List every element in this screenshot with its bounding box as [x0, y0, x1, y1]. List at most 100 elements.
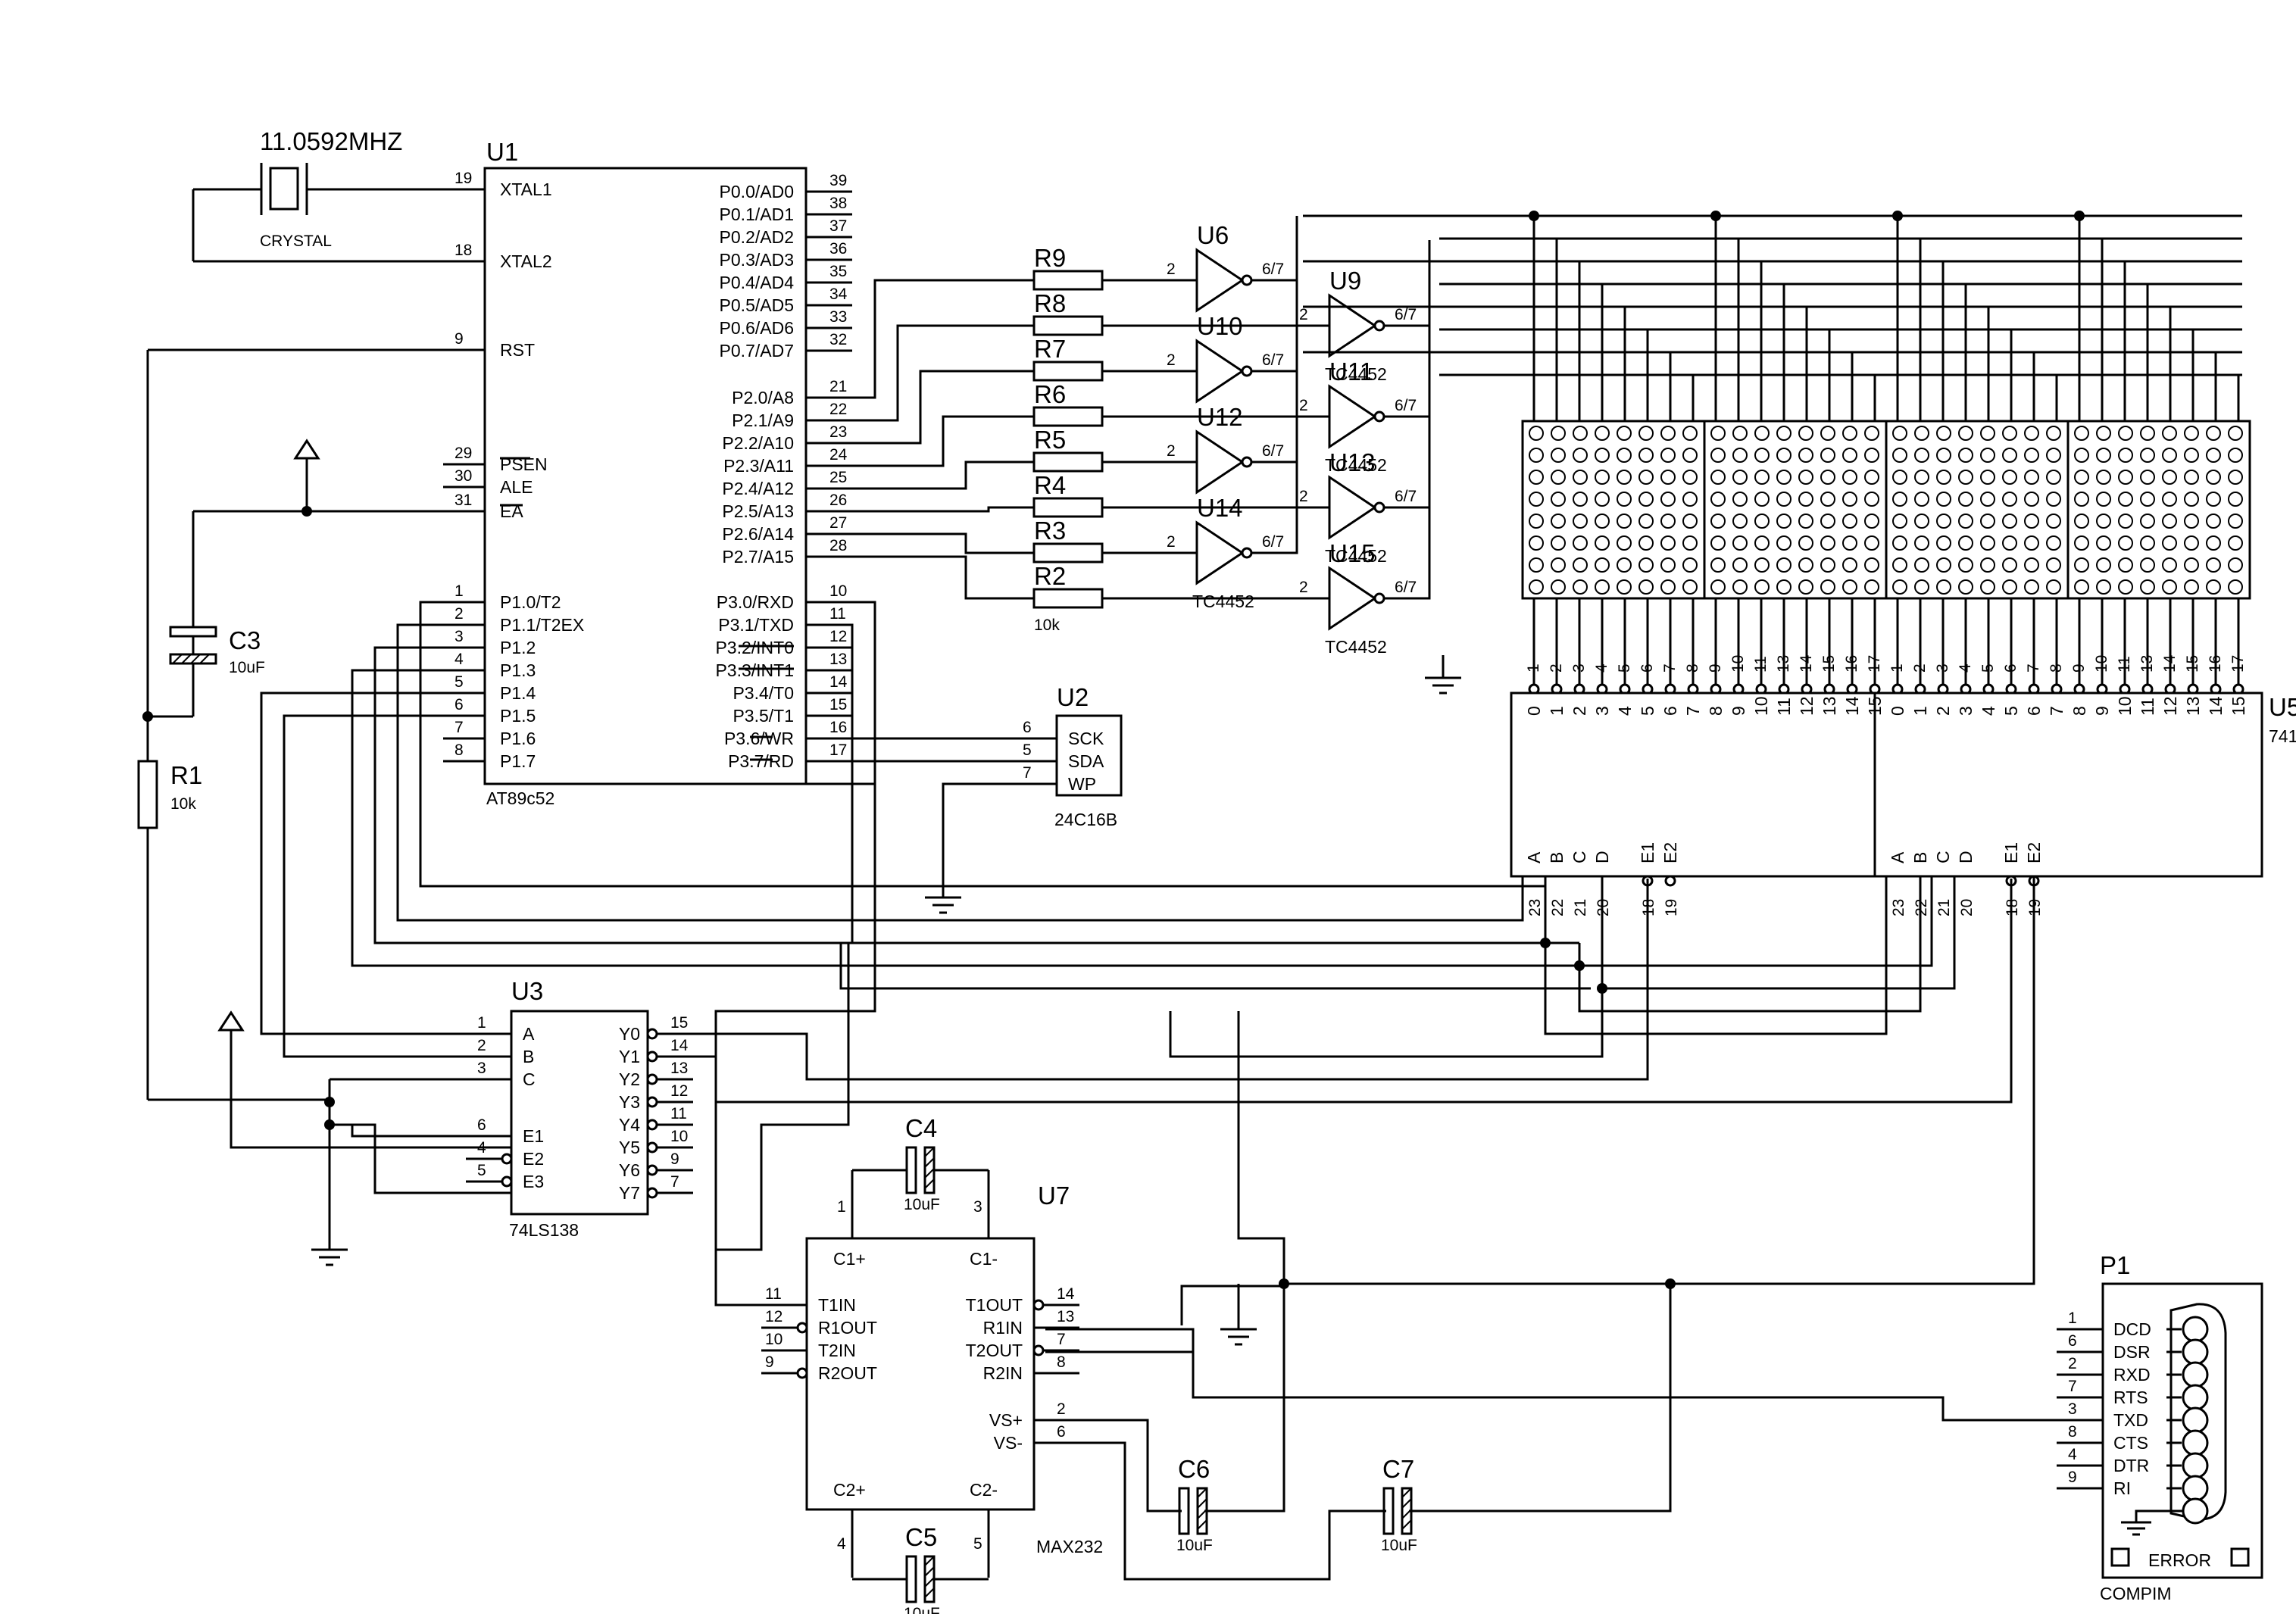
- p2-net: [852, 532, 1034, 554]
- led: [1914, 470, 1929, 485]
- p1-pin-name: RI: [2113, 1478, 2131, 1498]
- led: [2096, 492, 2111, 507]
- led: [1798, 492, 1813, 507]
- u3-pin-number: 10: [670, 1128, 688, 1145]
- led: [1776, 557, 1792, 573]
- u1-pin-name: P3.6/WR: [724, 729, 794, 748]
- led: [1529, 448, 1544, 463]
- tc4452-output-bubble: [1373, 592, 1385, 604]
- u1-pin-name: P2.2/A10: [722, 433, 794, 453]
- led: [1638, 448, 1654, 463]
- u7-pin-number: 4: [837, 1535, 846, 1553]
- led: [1754, 535, 1770, 551]
- driver-in-pin: 2: [1167, 533, 1176, 551]
- led: [1892, 557, 1907, 573]
- led: [1754, 579, 1770, 595]
- led: [2184, 448, 2199, 463]
- capacitor-hatch: [924, 1157, 935, 1168]
- p2-net: [852, 555, 1034, 600]
- led: [1820, 426, 1835, 441]
- resistor-value: 10k: [1034, 617, 1060, 634]
- led: [2184, 470, 2199, 485]
- led: [1754, 492, 1770, 507]
- led: [1617, 514, 1632, 529]
- tc4452-buffer: [1195, 429, 1245, 495]
- u1-pin-number: 7: [455, 719, 464, 736]
- u4-output-label: 6: [1660, 706, 1680, 716]
- led: [2002, 557, 2017, 573]
- capacitor-hatch: [924, 1147, 935, 1157]
- capacitor-ref: C6: [1178, 1455, 1210, 1483]
- led: [1754, 448, 1770, 463]
- capacitor-hatch: [1401, 1488, 1412, 1498]
- led: [2228, 579, 2243, 595]
- p1-pin-number: 8: [2068, 1423, 2077, 1441]
- u5-output-label: 7: [2047, 706, 2066, 716]
- resistor-ref: R5: [1034, 426, 1066, 454]
- led: [2162, 514, 2177, 529]
- tc4452-buffer: [1195, 339, 1245, 404]
- u7-pin-number: 5: [973, 1535, 982, 1553]
- led: [1842, 470, 1857, 485]
- u7-pin-name: C2+: [833, 1480, 866, 1500]
- u7-body: [805, 1237, 1036, 1511]
- u3-pins: 1A2B3C6E14E25E315Y014Y113Y212Y311Y410Y59…: [466, 1014, 693, 1203]
- led: [1617, 579, 1632, 595]
- wp-net: [942, 782, 1011, 898]
- u3-pin-name: Y6: [619, 1160, 640, 1180]
- u4-input-label: D: [1592, 851, 1612, 863]
- led: [2228, 470, 2243, 485]
- led: [1551, 492, 1566, 507]
- led: [1660, 448, 1676, 463]
- led: [2002, 448, 2017, 463]
- led-matrix-2: [1703, 420, 1888, 600]
- u5-output-label: 6: [2024, 706, 2044, 716]
- u4-pin-number: 6: [1638, 663, 1656, 673]
- driver-out-net: [1384, 329, 1431, 509]
- led: [1842, 557, 1857, 573]
- led: [2074, 492, 2089, 507]
- tc4452-output-bubble: [1373, 501, 1385, 514]
- driver-in-pin: 2: [1167, 261, 1176, 278]
- resistor-ref: R4: [1034, 471, 1066, 499]
- led: [1732, 535, 1748, 551]
- u1-pin-number: 33: [829, 308, 847, 326]
- led: [1820, 470, 1835, 485]
- u1-left-pins: 19XTAL118XTAL29RST29PSEN30ALE31EA1P1.0/T…: [443, 170, 584, 771]
- p1-pin-name: RXD: [2113, 1365, 2151, 1385]
- u1-pin-number: 23: [829, 423, 847, 441]
- driver-out-pin: 6/7: [1395, 397, 1417, 414]
- u3-pin-number: 13: [670, 1060, 688, 1077]
- u1-pin-name: P0.6/AD6: [720, 318, 794, 338]
- u5-output-label: 13: [2183, 696, 2203, 716]
- u1-pin-number: 3: [455, 628, 464, 645]
- u5-input-label: B: [1910, 852, 1930, 863]
- u4-output-label: 13: [1820, 696, 1839, 716]
- led: [1776, 492, 1792, 507]
- u3-output-bubble: [646, 1073, 658, 1085]
- u7-pin-name: C1-: [970, 1249, 998, 1269]
- led: [1914, 579, 1929, 595]
- u3-pin-number: 9: [670, 1150, 679, 1168]
- u4-output-label: 12: [1797, 696, 1816, 716]
- led: [1595, 514, 1610, 529]
- u2-pin-name: SCK: [1068, 729, 1104, 748]
- tc4452-buffer: [1328, 293, 1377, 358]
- led: [1682, 579, 1698, 595]
- capacitor-hatch: [924, 1556, 935, 1566]
- led: [2046, 426, 2061, 441]
- u4-input-label: E1: [1638, 842, 1657, 863]
- u4-pin-number: 7: [1661, 663, 1679, 673]
- u1-pin-name: P3.1/TXD: [718, 615, 794, 635]
- capacitor-plate: [905, 1146, 917, 1194]
- driver-ref: U15: [1329, 539, 1376, 567]
- led: [1617, 557, 1632, 573]
- u4-output-label: 14: [1842, 696, 1862, 716]
- u5-output-label: 10: [2115, 696, 2135, 716]
- u5-output-label: 0: [1888, 706, 1907, 716]
- u5-input-number: 23: [1890, 899, 1907, 916]
- u1-pin-name: P2.3/A11: [723, 456, 794, 476]
- p1-pin-name: DCD: [2113, 1319, 2151, 1339]
- u1-pin-name: P1.4: [500, 683, 536, 703]
